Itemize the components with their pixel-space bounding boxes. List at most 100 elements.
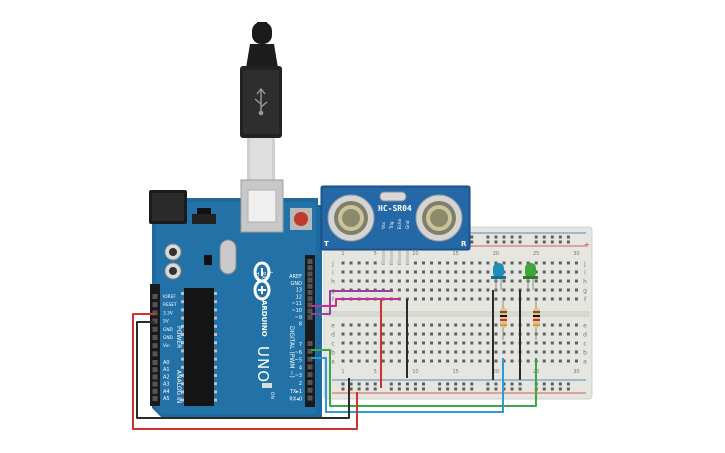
breadboard-hole [373, 279, 377, 283]
rail-hole [558, 240, 562, 244]
breadboard-hole [510, 279, 514, 283]
breadboard-hole [534, 261, 538, 265]
rail-hole [454, 382, 458, 386]
breadboard-hole [413, 261, 417, 265]
breadboard-hole [518, 270, 522, 274]
rail-hole [558, 235, 562, 239]
rail-hole [502, 240, 506, 244]
header-pin [152, 360, 158, 365]
header-pin [307, 380, 313, 385]
breadboard-hole [462, 279, 466, 283]
sensor-pin-label: Vcc [381, 221, 386, 229]
header-pin [307, 356, 313, 362]
on-led-label: ON [269, 392, 275, 399]
breadboard-hole [558, 341, 562, 345]
row-letter: c [331, 341, 334, 348]
breadboard-hole [486, 297, 490, 301]
breadboard-hole [454, 279, 458, 283]
breadboard-hole [438, 261, 442, 265]
header-pin [152, 381, 158, 387]
breadboard-hole [349, 323, 353, 327]
breadboard-hole [422, 261, 425, 265]
rail-hole [373, 382, 377, 386]
power-pin-label: GND [163, 335, 174, 341]
breadboard-hole [574, 341, 578, 345]
breadboard-hole [373, 350, 377, 354]
rail-hole [462, 387, 466, 391]
breadboard-hole [526, 323, 530, 327]
breadboard-hole [381, 359, 385, 363]
breadboard-hole [413, 270, 417, 274]
breadboard-hole [534, 270, 538, 274]
breadboard-hole [462, 288, 466, 292]
row-letter: h [583, 279, 587, 286]
breadboard-hole [373, 341, 377, 345]
analog-pin-label: A1 [163, 367, 170, 373]
rail-hole [422, 387, 425, 391]
breadboard-hole [550, 332, 554, 336]
breadboard-hole [446, 359, 450, 363]
breadboard-hole [430, 279, 434, 283]
header-pin [307, 372, 313, 378]
breadboard-hole [470, 261, 474, 265]
breadboard-hole [510, 350, 514, 354]
digital-pin-label: TX▸1 [289, 389, 302, 395]
rail-hole [550, 240, 554, 244]
l-led-label: L [267, 272, 273, 275]
wire-purple-trig [311, 290, 393, 315]
breadboard-hole [357, 359, 361, 363]
breadboard-hole [542, 359, 546, 363]
breadboard-hole [574, 350, 578, 354]
rail-hole [518, 235, 522, 239]
rail-hole [470, 240, 474, 244]
breadboard-hole [550, 270, 554, 274]
breadboard-hole [446, 341, 450, 345]
rail-hole [566, 235, 570, 239]
header-pin [152, 310, 158, 316]
power-pin-label: 3.3V [163, 310, 173, 316]
sensor-crystal [379, 191, 407, 202]
breadboard-hole [430, 323, 434, 327]
breadboard-hole [381, 279, 385, 283]
breadboard-hole [422, 323, 425, 327]
header-pin [307, 296, 313, 302]
breadboard-hole [446, 297, 450, 301]
row-letter: f [584, 297, 587, 304]
breadboard-hole [566, 261, 570, 265]
usb-icon [254, 87, 268, 116]
breadboard-hole [413, 279, 417, 283]
wire-black-gnd [136, 321, 350, 419]
brand-label: ARDUINO [260, 300, 268, 337]
breadboard-hole [518, 261, 522, 265]
column-number: 30 [573, 369, 579, 375]
breadboard-hole [550, 261, 554, 265]
rail-hole [357, 387, 361, 391]
breadboard-hole [349, 359, 353, 363]
breadboard-hole [478, 288, 482, 292]
rail-hole [397, 382, 401, 386]
column-number: 5 [374, 369, 377, 375]
breadboard-hole [454, 323, 458, 327]
breadboard-hole [502, 350, 506, 354]
breadboard-hole [542, 288, 546, 292]
led-green [523, 263, 538, 290]
breadboard-hole [357, 323, 361, 327]
breadboard-hole [454, 261, 458, 265]
breadboard-hole [373, 270, 377, 274]
breadboard-hole [381, 350, 385, 354]
breadboard-hole [462, 323, 466, 327]
breadboard-hole [454, 288, 458, 292]
breadboard-hole [438, 288, 442, 292]
breadboard-hole [446, 323, 450, 327]
rail-hole [494, 387, 498, 391]
breadboard-hole [470, 350, 474, 354]
rail-hole [502, 235, 506, 239]
rail-hole [373, 387, 377, 391]
breadboard-hole [341, 359, 345, 363]
row-letter: a [583, 359, 587, 366]
breadboard-hole [397, 279, 401, 283]
column-number: 10 [412, 369, 418, 375]
breadboard-hole [413, 297, 417, 301]
breadboard-hole [550, 297, 554, 301]
header-pin [307, 277, 313, 283]
